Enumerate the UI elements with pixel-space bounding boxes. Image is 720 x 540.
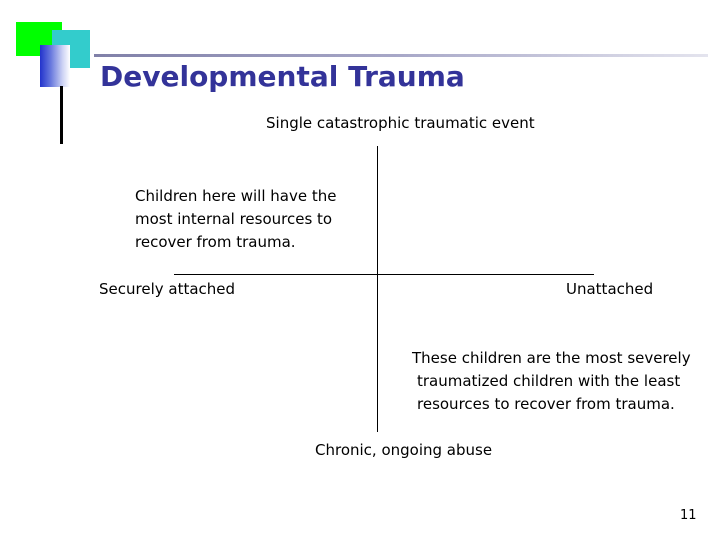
decor-vertical-bar (60, 86, 63, 144)
title-underline-rule (94, 54, 708, 57)
page-number: 11 (680, 508, 697, 523)
quadrant-note-bottom-right: These children are the most severely tra… (412, 347, 691, 416)
axis-label-left: Securely attached (99, 280, 236, 298)
vertical-axis-line (377, 146, 378, 432)
note-line: resources to recover from trauma. (417, 395, 675, 413)
note-line: These children are the most severely (412, 349, 691, 367)
horizontal-axis-line (174, 274, 594, 275)
note-line: most internal resources to (135, 210, 333, 228)
note-line: traumatized children with the least (417, 372, 681, 390)
note-line: Children here will have the (135, 187, 337, 205)
slide-title: Developmental Trauma (100, 60, 465, 93)
note-line: recover from trauma. (135, 233, 296, 251)
decor-square-blue-gradient (40, 45, 70, 87)
quadrant-note-top-left: Children here will have the most interna… (135, 185, 336, 254)
axis-label-right: Unattached (566, 280, 654, 298)
axis-label-bottom: Chronic, ongoing abuse (315, 441, 493, 459)
axis-label-top: Single catastrophic traumatic event (266, 114, 535, 132)
